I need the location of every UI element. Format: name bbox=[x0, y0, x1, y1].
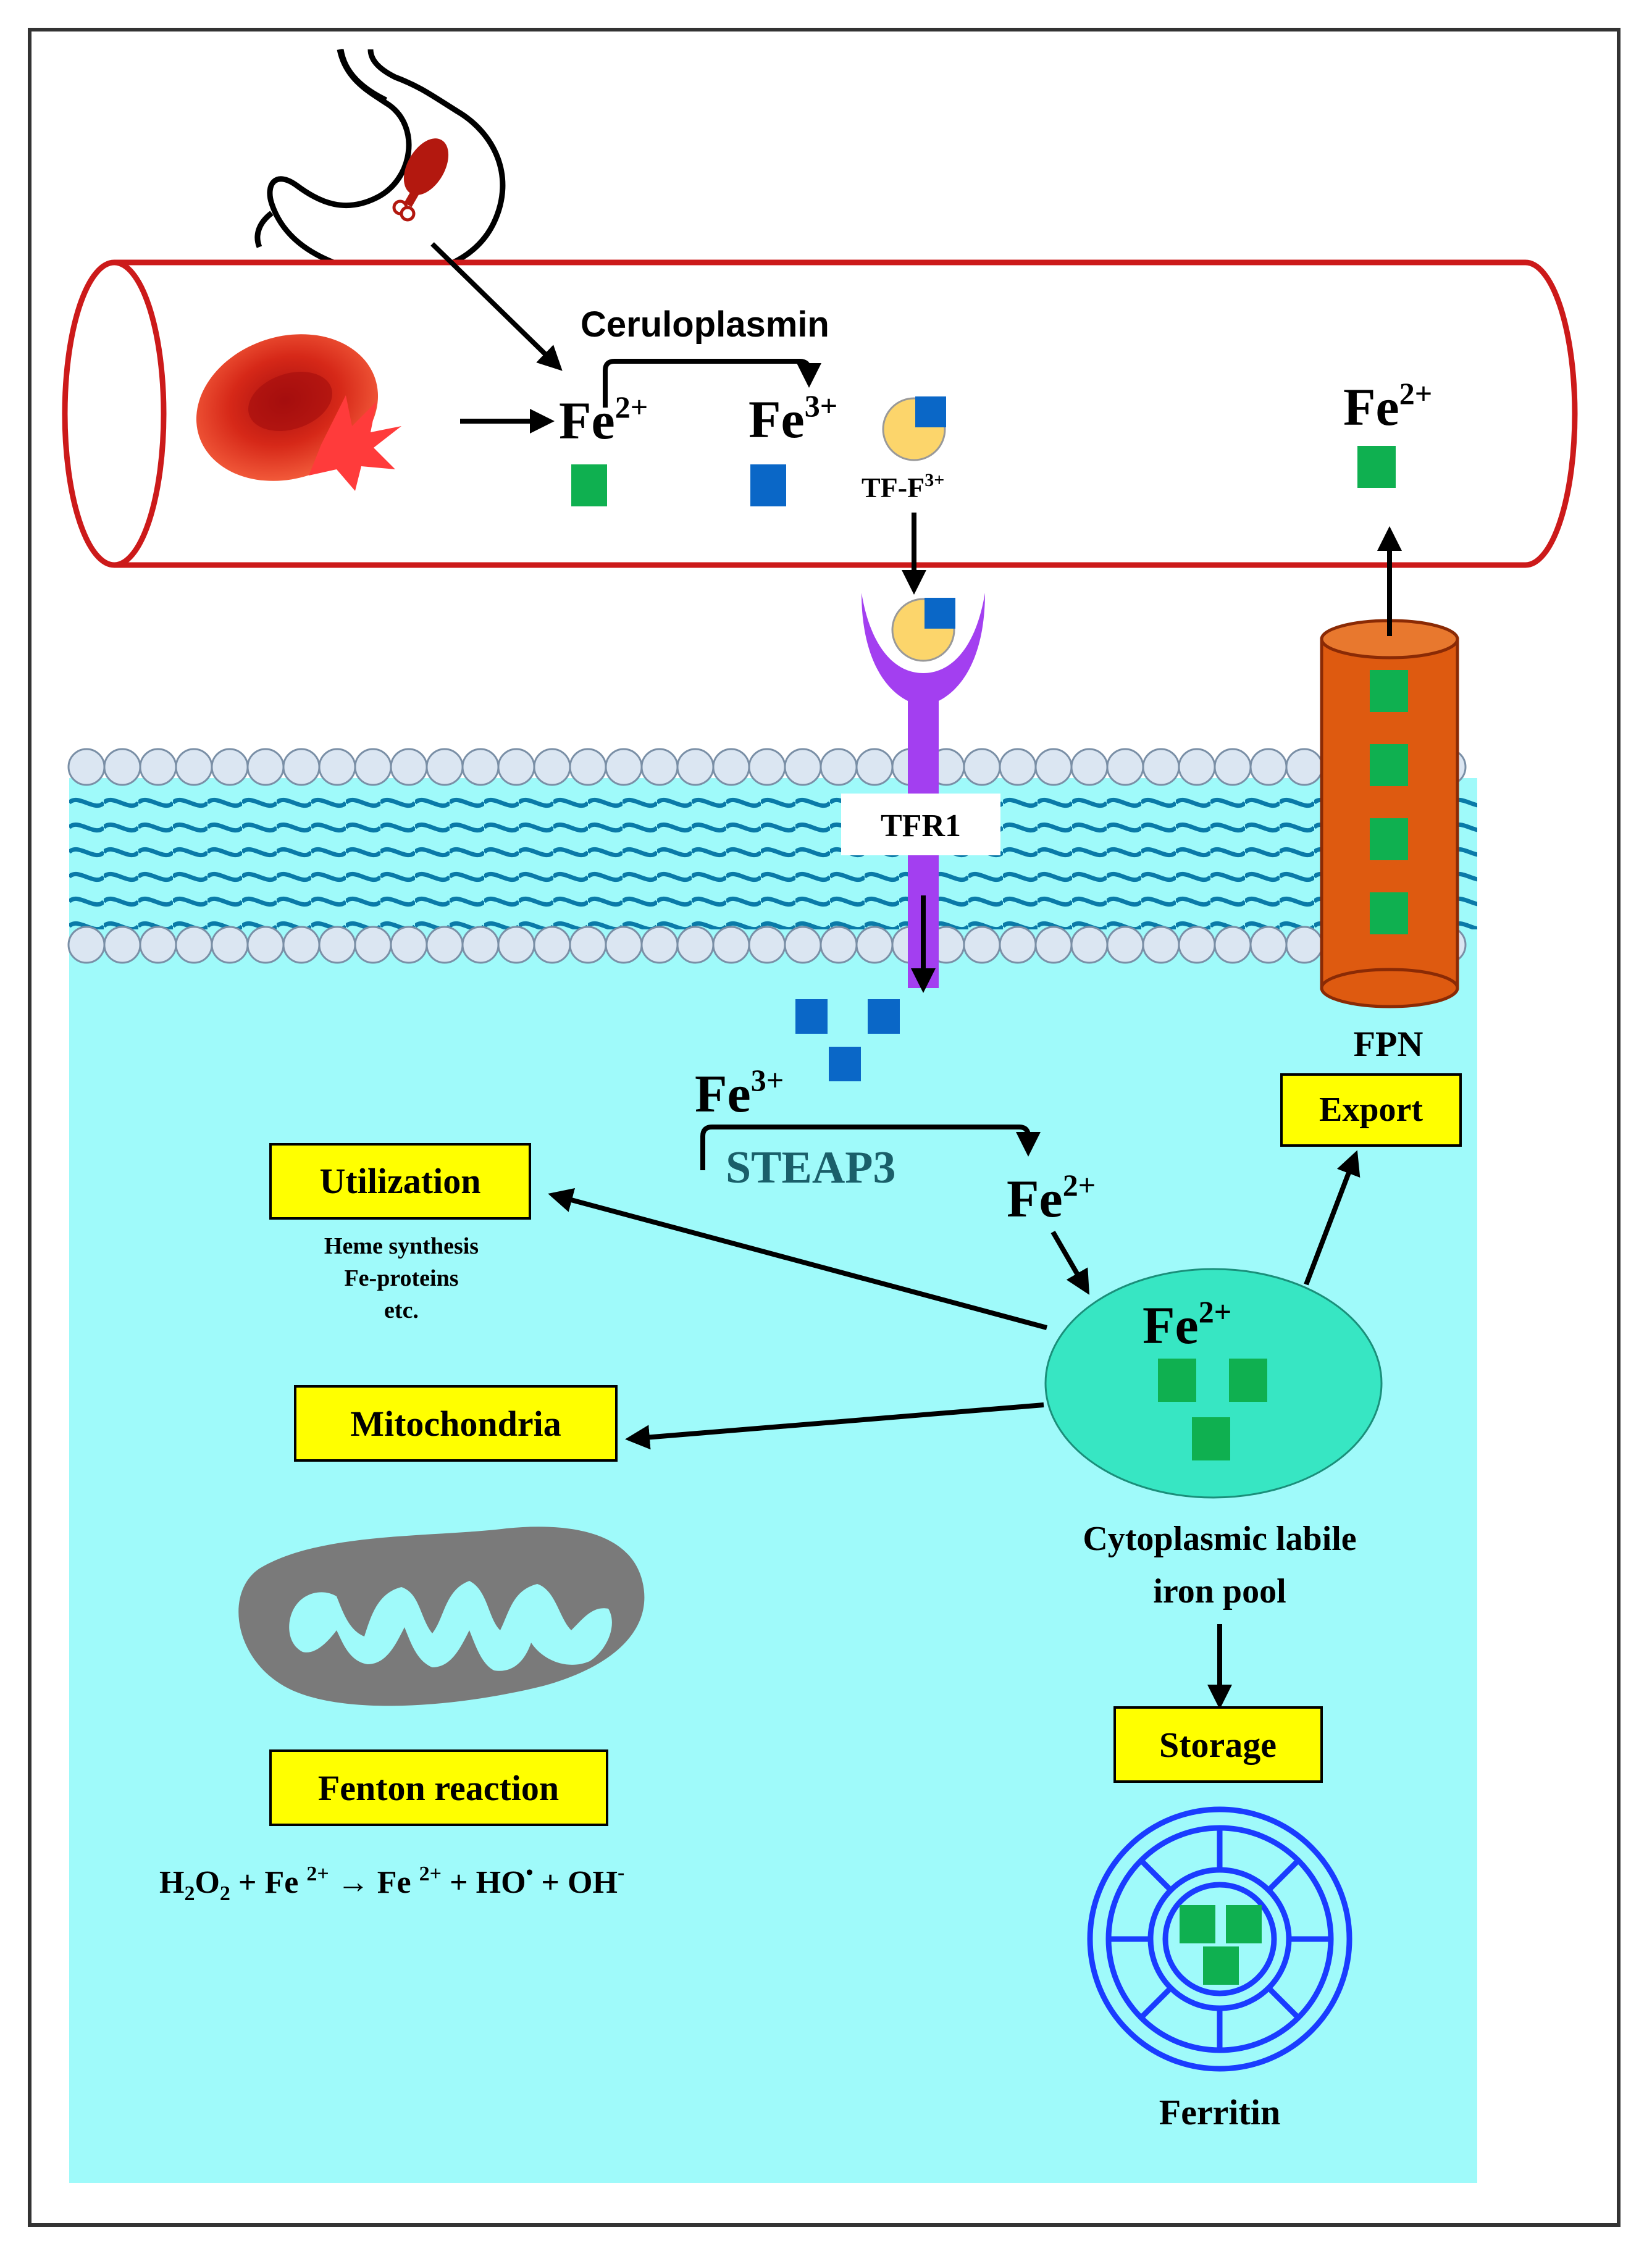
ceruloplasmin-arrow bbox=[603, 359, 821, 408]
cyto-fe2-label: Fe2+ bbox=[1007, 1168, 1096, 1228]
blood-fe3-label: Fe3+ bbox=[748, 388, 837, 449]
pool-to-utilization-arrow bbox=[548, 1188, 1048, 1330]
mitochondria-box bbox=[294, 1385, 618, 1462]
blood-fe2-label: Fe2+ bbox=[559, 390, 648, 450]
blood-vessel bbox=[62, 259, 1578, 568]
red-blood-cell-icon bbox=[196, 334, 401, 491]
pool-label-line1: Cytoplasmic labile bbox=[1083, 1520, 1356, 1558]
export-box bbox=[1280, 1073, 1462, 1147]
ferritin-icon bbox=[1087, 1806, 1352, 2072]
mitochondrion-icon bbox=[238, 1527, 645, 1706]
fe2-to-pool-arrow bbox=[1050, 1230, 1090, 1295]
cyto-fe3-square-1 bbox=[795, 999, 828, 1034]
mitochondria-label: Mitochondria bbox=[350, 1404, 561, 1444]
cyto-fe3-square-3 bbox=[829, 1047, 861, 1081]
storage-label: Storage bbox=[1159, 1725, 1277, 1765]
fenton-equation: H2O2 + Fe 2+ → Fe 2+ + HO• + OH- bbox=[159, 1861, 624, 1905]
cyto-fe3-label: Fe3+ bbox=[695, 1063, 784, 1123]
tfr1-label: TFR1 bbox=[881, 808, 961, 844]
ferritin-fe2-square-1 bbox=[1180, 1905, 1215, 1943]
exported-fe2-square bbox=[1357, 446, 1396, 488]
utilization-item-1: Heme synthesis bbox=[324, 1233, 479, 1259]
ceruloplasmin-label: Ceruloplasmin bbox=[581, 304, 829, 345]
tfr1-label-box bbox=[841, 794, 1000, 855]
pool-fe2-square-3 bbox=[1192, 1417, 1230, 1460]
pool-fe2-square-1 bbox=[1158, 1359, 1196, 1402]
stomach-to-fe2-arrow bbox=[430, 242, 563, 371]
tf-f3-label: TF-F3+ bbox=[862, 470, 944, 503]
cyto-fe3-square-2 bbox=[868, 999, 900, 1034]
tfr1-receptor bbox=[862, 593, 985, 988]
exported-fe2-label: Fe2+ bbox=[1343, 376, 1432, 437]
utilization-item-3: etc. bbox=[384, 1297, 419, 1323]
pool-to-export-arrow bbox=[1304, 1150, 1361, 1286]
cell-membrane bbox=[67, 748, 1477, 964]
steap3-arrow bbox=[700, 1125, 1041, 1170]
pool-to-mitochondria-arrow bbox=[625, 1402, 1044, 1450]
labile-iron-pool bbox=[1044, 1268, 1383, 1499]
export-label: Export bbox=[1319, 1091, 1423, 1129]
pool-label-line2: iron pool bbox=[1153, 1572, 1286, 1611]
fpn-label: FPN bbox=[1354, 1024, 1423, 1064]
pool-fe2-square-2 bbox=[1229, 1359, 1267, 1402]
pool-fe2-label: Fe2+ bbox=[1143, 1294, 1231, 1355]
fenton-box bbox=[269, 1749, 608, 1826]
rupture-burst-icon bbox=[309, 395, 401, 491]
utilization-box bbox=[269, 1143, 531, 1220]
ferritin-fe2-square-2 bbox=[1226, 1905, 1262, 1943]
food-leg-icon bbox=[392, 138, 449, 222]
ferritin-label: Ferritin bbox=[1159, 2092, 1280, 2132]
transferrin-icon bbox=[882, 396, 946, 461]
blood-fe3-square bbox=[750, 464, 786, 506]
ferroportin-channel bbox=[1320, 619, 1459, 1008]
stomach-icon bbox=[254, 49, 506, 278]
steap3-label: STEAP3 bbox=[726, 1142, 896, 1193]
storage-box bbox=[1113, 1706, 1323, 1783]
utilization-label: Utilization bbox=[320, 1161, 481, 1201]
blood-fe2-square bbox=[571, 464, 607, 506]
utilization-item-2: Fe-proteins bbox=[344, 1265, 458, 1291]
ferritin-fe2-square-3 bbox=[1203, 1946, 1239, 1985]
fenton-label: Fenton reaction bbox=[318, 1768, 559, 1808]
